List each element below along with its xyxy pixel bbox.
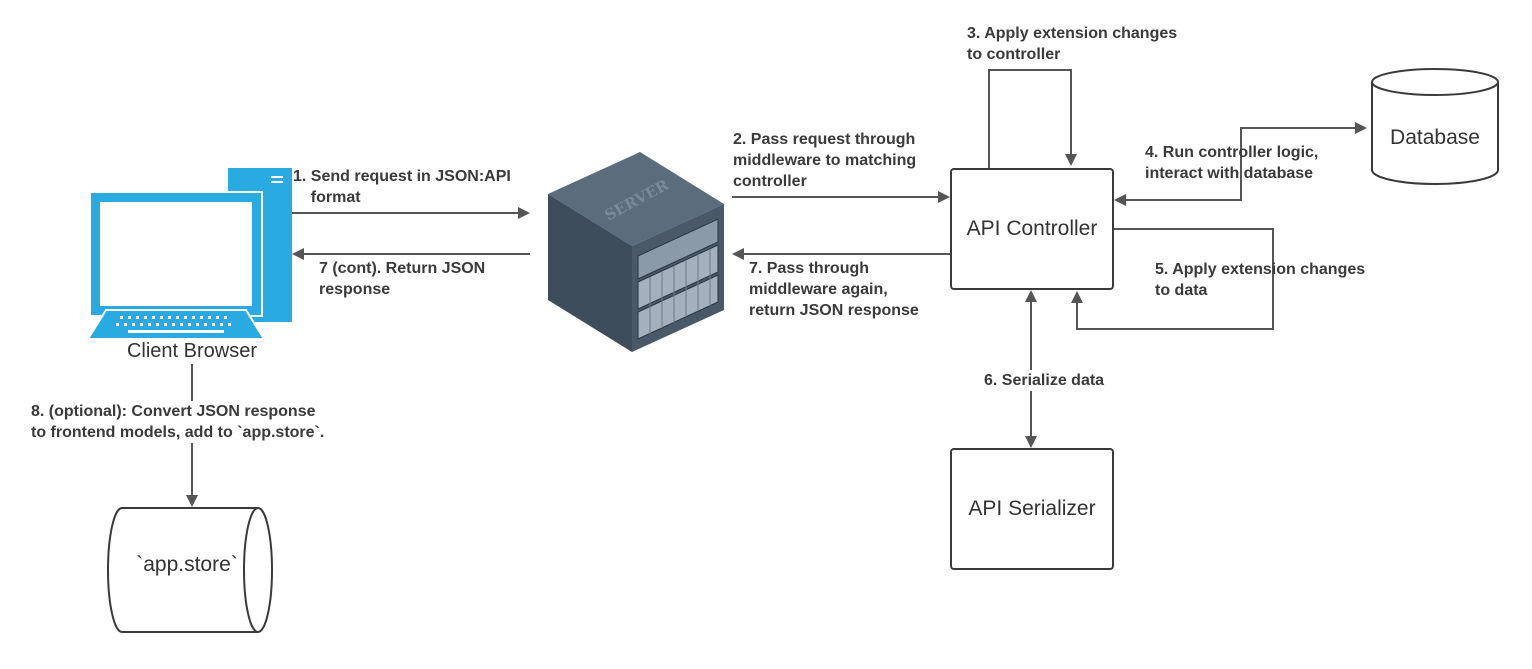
step-7-label: 7. Pass through middleware again, return… [749, 260, 919, 319]
step-5-label: 5. Apply extension changes to data [1155, 261, 1366, 299]
step-4-label: 4. Run controller logic, interact with d… [1145, 144, 1319, 182]
api-controller-node: API Controller [950, 168, 1114, 290]
step-6-label: 6. Serialize data [984, 370, 1105, 391]
api-controller-label: API Controller [966, 217, 1098, 240]
arrow-step-4-to-db [1240, 122, 1367, 160]
step-2-label: 2. Pass request through middleware to ma… [733, 131, 917, 190]
client-browser-label: Client Browser [126, 340, 258, 362]
arrow-step-4-to-controller [1114, 160, 1242, 206]
database-icon [1371, 68, 1499, 185]
step-7-cont-label: 7 (cont). Return JSON response [319, 260, 486, 298]
computer-icon [88, 168, 292, 340]
api-serializer-node: API Serializer [950, 448, 1114, 570]
server-icon: SERVER [548, 152, 724, 352]
step-1-label: 1. Send request in JSON:API format [293, 168, 511, 206]
api-serializer-label: API Serializer [968, 497, 1096, 520]
arrow-step-3 [988, 69, 1077, 168]
step-3-label: 3. Apply extension changes to controller [967, 25, 1178, 63]
store-icon [107, 507, 273, 633]
database-label: Database [1390, 126, 1480, 149]
step-8-label: 8. (optional): Convert JSON response to … [31, 401, 325, 443]
arrow-step-5 [1071, 228, 1274, 330]
store-label: `app.store` [136, 553, 238, 576]
